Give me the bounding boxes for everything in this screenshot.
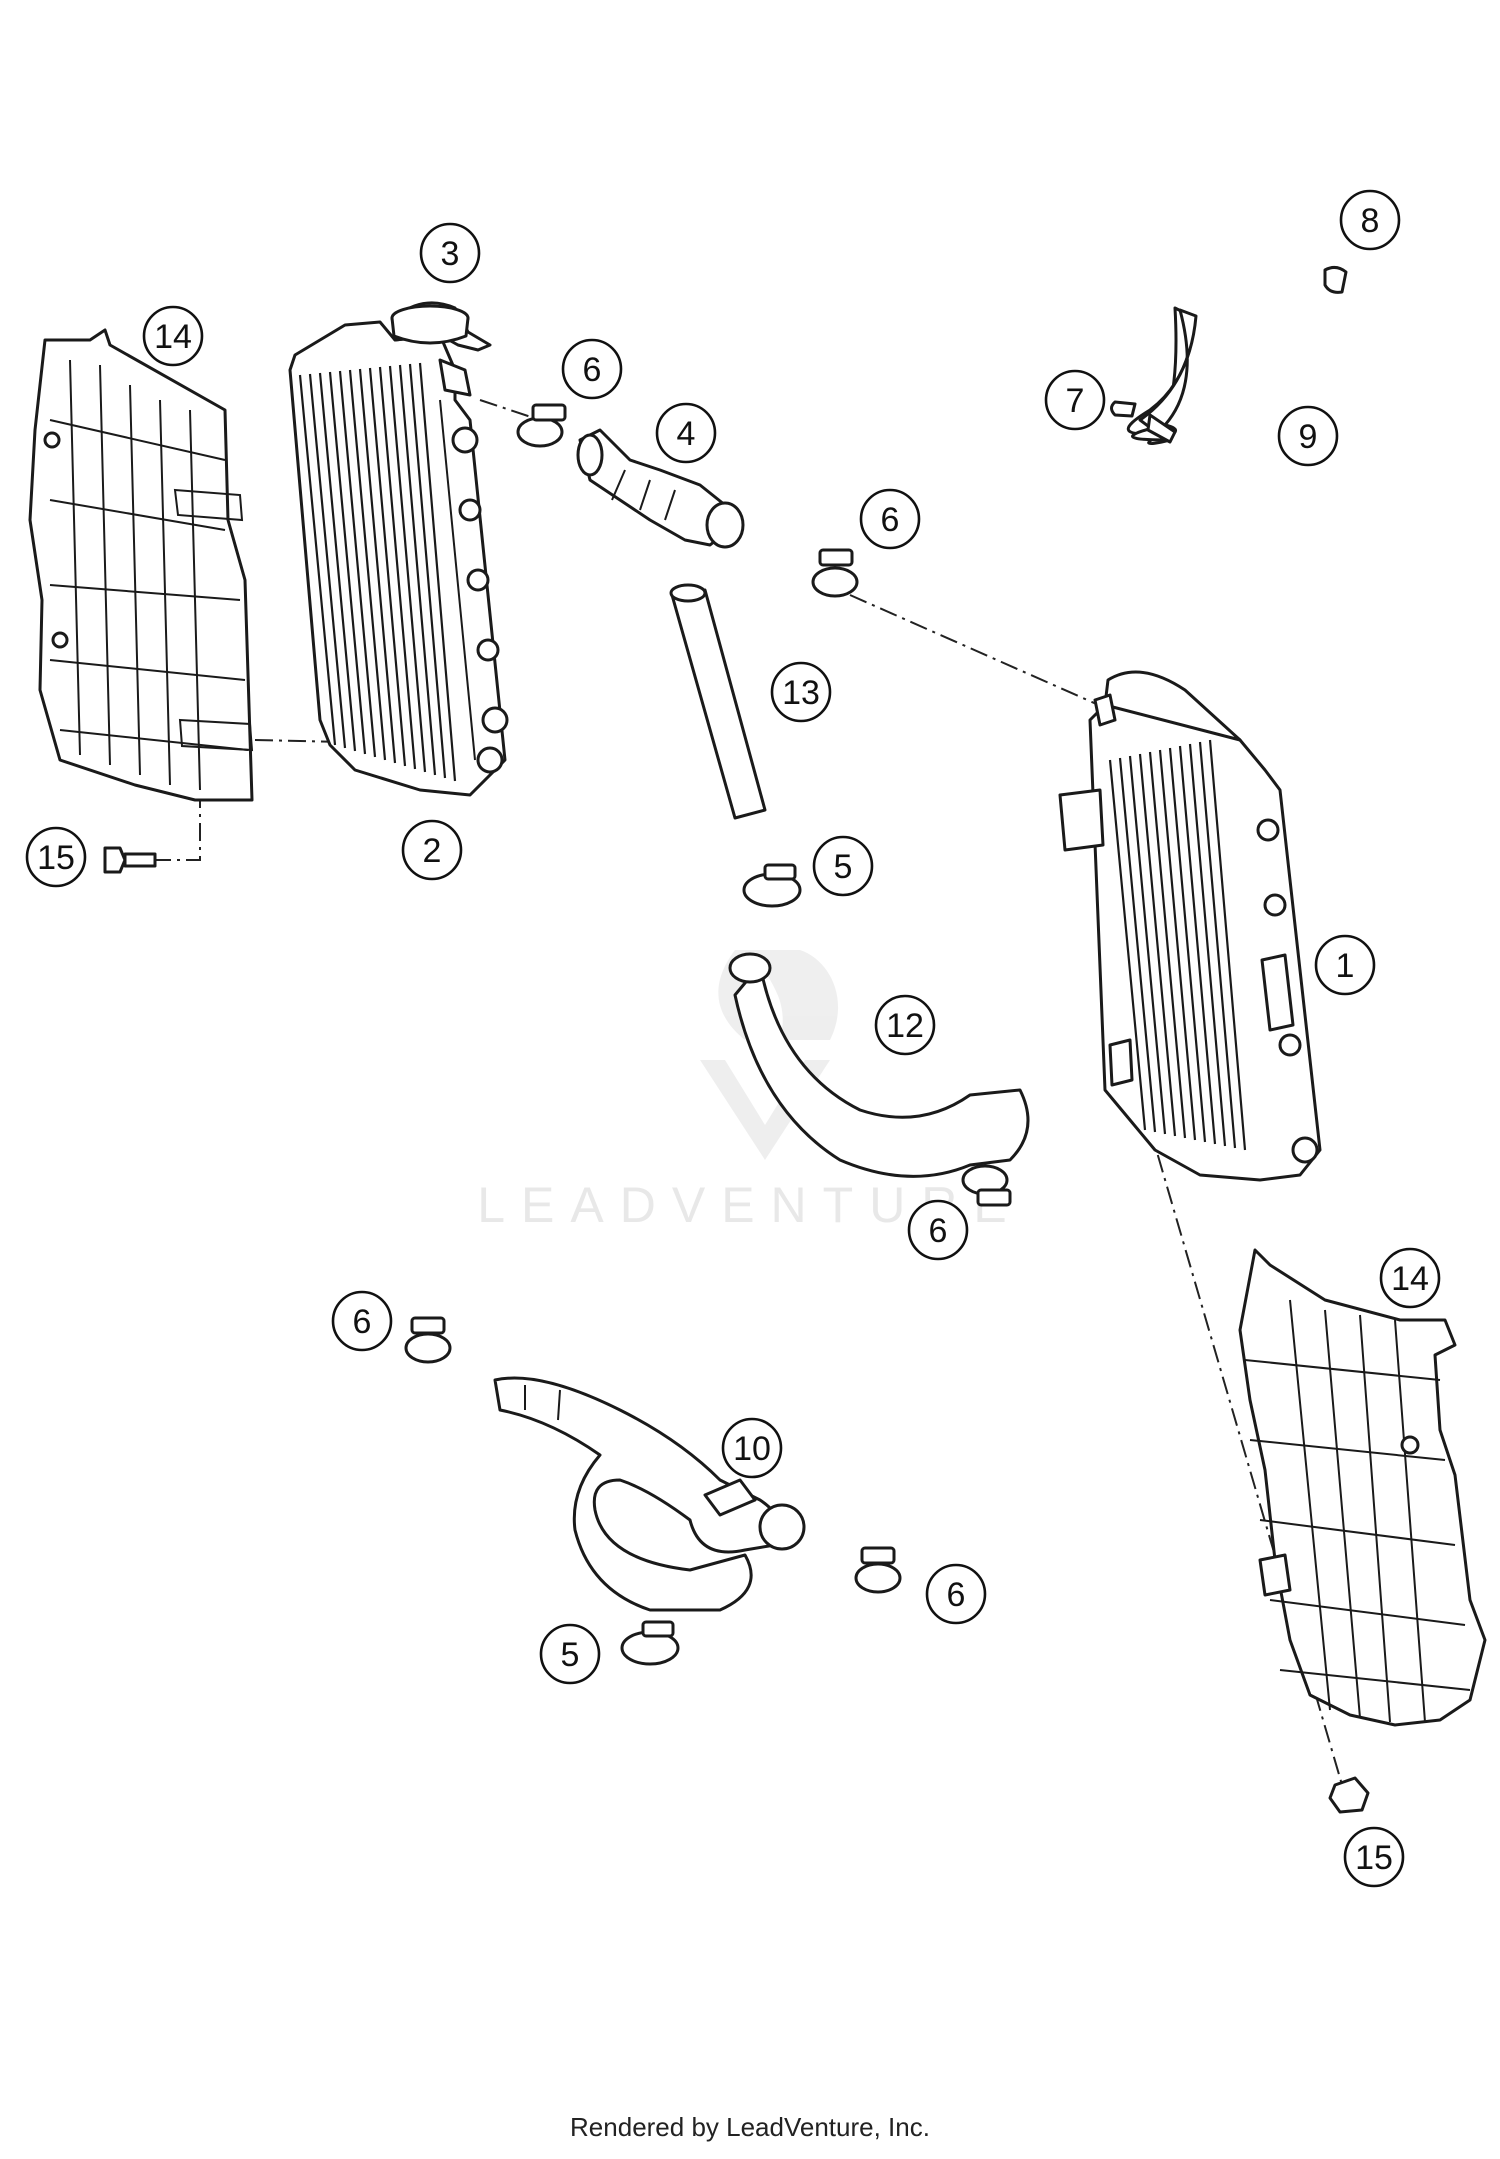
screw-15a	[103, 846, 157, 874]
callout-14a: 14	[142, 305, 204, 367]
callout-2: 2	[401, 819, 463, 881]
callout-1: 1	[1314, 934, 1376, 996]
callout-6e-label: 6	[947, 1576, 966, 1614]
callout-14b-label: 14	[1391, 1260, 1429, 1298]
hose-clamp-6e	[854, 1546, 902, 1594]
hose-clamp-6a	[516, 403, 567, 448]
callout-14a-label: 14	[154, 318, 192, 356]
callout-8: 8	[1339, 189, 1401, 251]
callout-6d-label: 6	[353, 1303, 372, 1341]
hose-clip-small-7	[1110, 400, 1137, 418]
hose-clamp-6b	[811, 548, 859, 598]
callout-6c: 6	[907, 1199, 969, 1261]
callout-9-label: 9	[1299, 418, 1318, 456]
hose-clamp-5b	[620, 1620, 680, 1666]
callout-4-label: 4	[677, 415, 696, 453]
callout-5b-label: 5	[561, 1636, 580, 1674]
callout-13: 13	[770, 661, 832, 723]
callout-10-label: 10	[733, 1430, 771, 1468]
callout-6b-label: 6	[881, 501, 900, 539]
footer-credit: Rendered by LeadVenture, Inc.	[570, 2112, 930, 2142]
callout-6d: 6	[331, 1290, 393, 1352]
callout-6b: 6	[859, 488, 921, 550]
callout-3-label: 3	[441, 235, 460, 273]
coolant-hose-branched	[493, 1376, 806, 1612]
callout-12: 12	[874, 994, 936, 1056]
filler-connector	[576, 428, 745, 549]
callout-13-label: 13	[782, 674, 820, 712]
radiator-right	[1058, 670, 1322, 1182]
callout-6a-label: 6	[583, 351, 602, 389]
callout-14b: 14	[1379, 1247, 1441, 1309]
callout-12-label: 12	[886, 1007, 924, 1045]
radiator-left-core	[298, 362, 457, 782]
radiator-right-core	[1108, 739, 1247, 1151]
coolant-tube	[669, 583, 767, 820]
callout-15b-label: 15	[1355, 1839, 1393, 1877]
callout-1-label: 1	[1336, 947, 1355, 985]
callout-10: 10	[721, 1417, 783, 1479]
callout-6e: 6	[925, 1563, 987, 1625]
screw-15b	[1328, 1776, 1370, 1814]
callout-4: 4	[655, 402, 717, 464]
radiator-cap	[390, 304, 470, 345]
callout-15b: 15	[1343, 1826, 1405, 1888]
radiator-shroud-right	[1238, 1248, 1487, 1727]
callout-5a-label: 5	[834, 848, 853, 886]
radiator-left	[288, 301, 509, 797]
callout-5b: 5	[539, 1623, 601, 1685]
callout-15a: 15	[25, 826, 87, 888]
hose-clip-small-8	[1323, 265, 1348, 294]
callout-5a: 5	[812, 835, 874, 897]
callout-8-label: 8	[1361, 202, 1380, 240]
callout-7-label: 7	[1066, 382, 1085, 420]
hose-clamp-5a	[742, 863, 802, 908]
radiator-shroud-left	[28, 328, 254, 802]
overflow-hose	[1126, 306, 1198, 446]
callout-7: 7	[1044, 369, 1106, 431]
callout-9: 9	[1277, 405, 1339, 467]
callout-3: 3	[419, 222, 481, 284]
hose-clamp-6c	[961, 1164, 1012, 1207]
hose-clamp-6d	[404, 1316, 452, 1364]
callout-6a: 6	[561, 338, 623, 400]
callout-15a-label: 15	[37, 839, 75, 877]
callout-2-label: 2	[423, 832, 442, 870]
coolant-hose-curved	[728, 952, 1030, 1178]
callout-6c-label: 6	[929, 1212, 948, 1250]
